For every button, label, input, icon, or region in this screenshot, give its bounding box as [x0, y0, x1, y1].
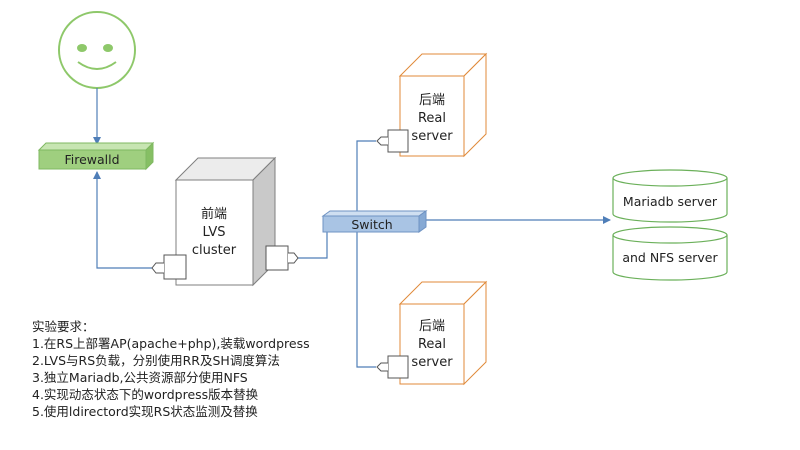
db-bottom-label: and NFS server	[622, 250, 718, 265]
lvs-port-right-icon	[265, 245, 299, 271]
rs-top-label-line2: Real	[418, 111, 446, 126]
lvs-label-line1: 前端	[201, 206, 227, 222]
requirement-item: 4.实现动态状态下的wordpress版本替换	[32, 387, 259, 402]
lvs-label-line2: LVS	[203, 225, 226, 240]
rs-top-label-line1: 后端	[419, 93, 445, 108]
db-top-cylinder: Mariadb server	[612, 169, 728, 223]
lvs-node: 前端 LVS cluster	[151, 156, 299, 287]
requirement-item: 3.独立Mariadb,公共资源部分使用NFS	[32, 370, 248, 385]
requirement-item: 5.使用ldirectord实现RS状态监测及替换	[32, 404, 258, 419]
firewall-label: Firewalld	[64, 152, 119, 167]
edge-switch-rs-bottom	[353, 223, 376, 368]
user-smiley-icon	[58, 11, 136, 89]
edge-lvs-switch	[296, 226, 328, 259]
rs-bottom-port-icon	[376, 355, 409, 379]
rs-top-port-icon	[376, 129, 409, 153]
real-server-bottom-node: 后端 Real server	[376, 280, 488, 386]
lvs-label-line3: cluster	[192, 243, 237, 258]
switch-label: Switch	[351, 217, 392, 232]
switch-node: Switch	[321, 210, 428, 233]
requirements-list: 实验要求： 1.在RS上部署AP(apache+php),装载wordpress…	[32, 318, 310, 420]
lvs-port-left-icon	[151, 254, 187, 280]
requirement-item: 1.在RS上部署AP(apache+php),装载wordpress	[32, 336, 310, 351]
requirement-item: 2.LVS与RS负载，分别使用RR及SH调度算法	[32, 353, 280, 368]
edge-lvs-firewall	[93, 171, 155, 269]
firewall-node: Firewalld	[37, 141, 155, 171]
connection-lines	[93, 88, 611, 368]
rs-top-label-line3: server	[411, 129, 453, 144]
edge-switch-rs-top	[353, 140, 376, 219]
rs-bottom-label-line1: 后端	[419, 319, 445, 334]
rs-bottom-label-line3: server	[411, 355, 453, 370]
requirements-title: 实验要求：	[32, 319, 95, 334]
db-top-label: Mariadb server	[623, 194, 718, 209]
rs-bottom-label-line2: Real	[418, 337, 446, 352]
real-server-top-node: 后端 Real server	[376, 52, 488, 158]
db-bottom-cylinder: and NFS server	[612, 226, 728, 281]
